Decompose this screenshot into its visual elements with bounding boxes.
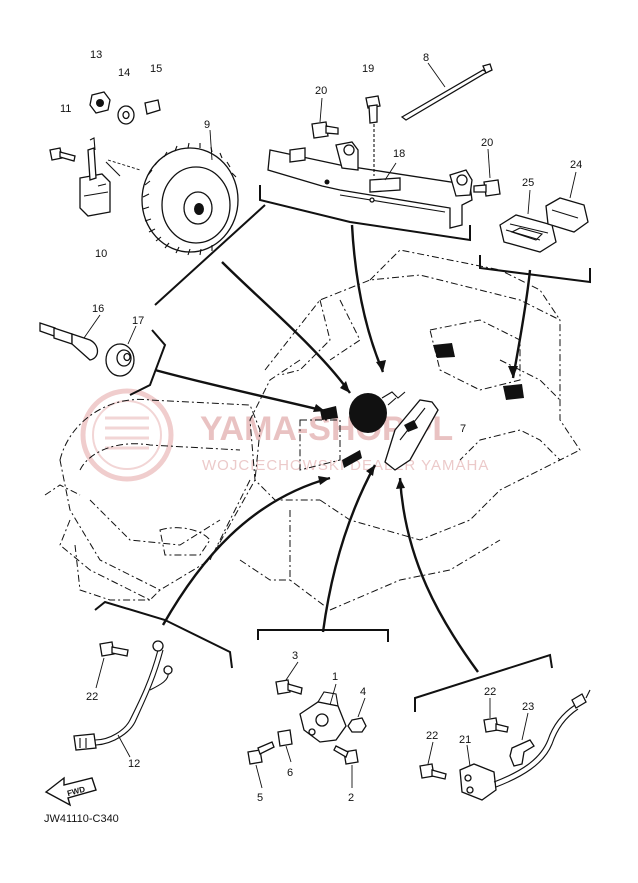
part-25-grommet: [499, 214, 557, 253]
part-23-cable-clamp: [509, 739, 535, 767]
callout-6: 6: [287, 767, 293, 779]
callout-13: 13: [90, 49, 102, 61]
part-18-stay: [267, 141, 473, 229]
part-11-bolt: [49, 147, 76, 162]
callout-24: 24: [570, 159, 582, 171]
part-20-bolt-left: [311, 121, 339, 139]
callout-21: 21: [459, 734, 471, 746]
bracket-sensor-group: [129, 329, 167, 396]
part-3-bolt: [275, 679, 303, 695]
callout-10: 10: [95, 248, 107, 260]
part-14-washer: [117, 105, 135, 125]
part-22-bolt-cable-bottom: [419, 763, 447, 780]
callout-17: 17: [132, 315, 144, 327]
callout-12: 12: [128, 758, 140, 770]
part-15-key: [144, 99, 161, 115]
callout-20-left: 20: [315, 85, 327, 97]
callout-15: 15: [150, 63, 162, 75]
callout-2: 2: [348, 792, 354, 804]
central-assembly: [320, 391, 439, 471]
part-19-bolt: [365, 95, 381, 176]
watermark-logo: [80, 388, 174, 482]
bracket-grommet-group: [479, 255, 591, 284]
part-22-bolt-harness: [99, 641, 129, 657]
callout-22-cable-top: 22: [484, 686, 496, 698]
part-24-grommet: [545, 197, 589, 233]
callout-11: 11: [60, 103, 71, 115]
part-16-sensor: [39, 322, 99, 361]
body-grommet-dark: [433, 343, 455, 358]
callout-23: 23: [522, 701, 534, 713]
part-21-sensor-cable: [459, 689, 591, 801]
callout-1: 1: [332, 671, 338, 683]
vehicle-outline: [44, 249, 581, 611]
callout-4: 4: [360, 686, 366, 698]
bracket-harness-group: [94, 600, 233, 669]
part-22-bolt-cable-top: [483, 717, 509, 733]
part-4-nut: [347, 717, 367, 733]
callout-14: 14: [118, 67, 130, 79]
callout-16: 16: [92, 303, 104, 315]
part-1-bracket: [299, 691, 347, 743]
part-12-sub-wire-harness: [73, 640, 173, 751]
part-10-pickup-coil: [79, 137, 121, 217]
part-9-pulser-rotor: [141, 142, 239, 256]
part-6-collar: [277, 729, 293, 747]
part-8-cable-tie: [400, 63, 493, 121]
bracket-stay-group: [259, 185, 471, 242]
part-13-nut: [89, 91, 111, 114]
callout-19: 19: [362, 63, 374, 75]
callout-20-right: 20: [481, 137, 493, 149]
callout-3: 3: [292, 650, 298, 662]
callout-9: 9: [204, 119, 210, 131]
callout-7: 7: [460, 423, 466, 435]
leader-arrows: [154, 224, 532, 673]
body-seal-dark: [503, 384, 524, 400]
part-20-bolt-right: [473, 179, 501, 197]
bracket-cable-group: [414, 653, 553, 712]
callout-5: 5: [257, 792, 263, 804]
diagram-code: JW41110-C340: [44, 813, 119, 825]
part-5-bolt: [247, 741, 275, 765]
callout-18: 18: [393, 148, 405, 160]
callout-8: 8: [423, 52, 429, 64]
part-2-bolt: [333, 745, 359, 765]
fwd-arrow-icon: FWD: [44, 776, 97, 807]
callout-22-harness: 22: [86, 691, 98, 703]
bracket-flywheel-group: [154, 204, 266, 306]
callout-22-cable-bottom: 22: [426, 730, 438, 742]
part-17-grommet: [105, 343, 135, 377]
callout-25: 25: [522, 177, 534, 189]
